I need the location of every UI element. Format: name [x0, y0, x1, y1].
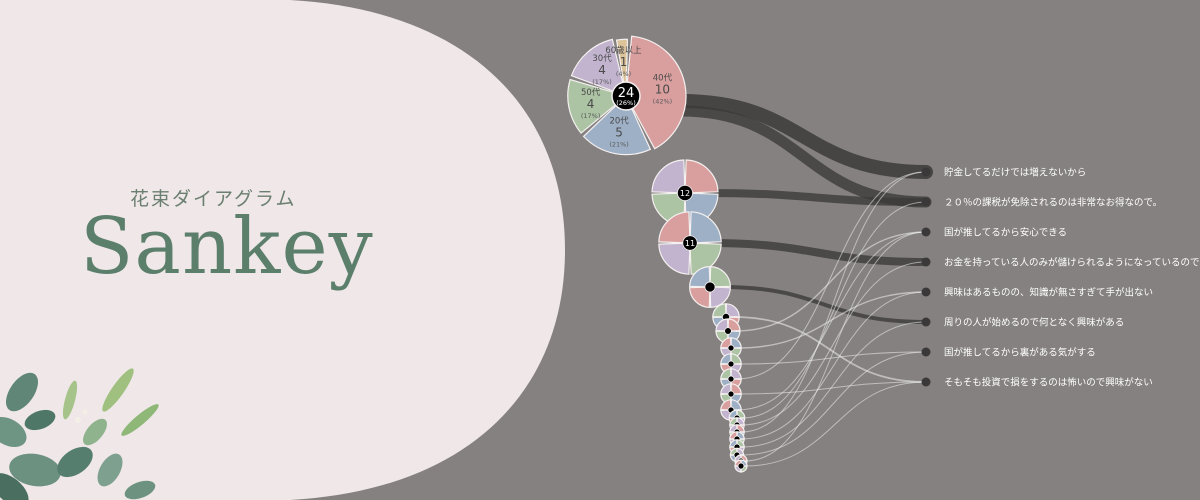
flow-bouquet-2	[704, 239, 930, 266]
small-bouquet-petal	[730, 337, 742, 349]
small-bouquet-petal	[658, 211, 691, 244]
reason-node	[921, 317, 931, 327]
main-bouquet-petal	[615, 38, 629, 83]
petal-percent: (17%)	[581, 112, 601, 120]
petal-label: 30代	[592, 53, 612, 64]
petal-percent: (4%)	[616, 70, 631, 78]
flow-bouquet-13	[740, 171, 927, 433]
small-bouquet-center	[727, 344, 735, 352]
reason-label: 国が推してるから安心できる	[944, 227, 1067, 239]
flow-main-reason-1	[674, 94, 933, 179]
flow-bouquet-8	[736, 171, 927, 380]
flow-bouquet-15	[740, 321, 927, 448]
petal-label: 20代	[609, 116, 629, 127]
small-bouquet-petal	[720, 337, 732, 349]
reason-label: 貯金してるだけでは増えないから	[944, 167, 1086, 179]
small-bouquet-petal	[709, 286, 732, 309]
reason-node	[921, 167, 931, 177]
reason-label: 周りの人が始めるので何となく興味がある	[944, 317, 1124, 329]
small-bouquet-center	[704, 281, 716, 293]
reason-label: そもそも投資で損をするのは怖いので興味がない	[944, 377, 1153, 389]
flow-bouquet-18	[744, 381, 927, 467]
small-bouquet-petal	[688, 265, 711, 288]
small-bouquet-petal	[684, 159, 719, 194]
small-bouquet-petal	[720, 399, 732, 411]
reason-node	[921, 257, 931, 267]
small-bouquet-petal	[720, 353, 732, 365]
small-bouquet-petal	[709, 265, 732, 288]
main-bouquet-petal	[567, 78, 616, 134]
title-panel	[0, 0, 565, 500]
petal-label: 40代	[653, 73, 673, 84]
diagram-title: Sankey	[80, 202, 374, 292]
small-bouquet-total: 12	[680, 189, 690, 198]
reason-label: お金を持っている人のみが儲けられるようになっているので	[944, 257, 1200, 269]
flow-bouquet-1	[700, 189, 930, 206]
flow-bouquet-17	[744, 231, 927, 462]
small-bouquet-petal	[658, 242, 691, 275]
small-bouquet-petal	[730, 368, 742, 380]
petal-value: 4	[587, 97, 595, 111]
main-bouquet-center	[611, 81, 641, 111]
small-bouquet-petal	[720, 383, 732, 395]
small-bouquet-petal	[688, 286, 711, 309]
small-bouquet-petal	[730, 353, 742, 365]
eucalyptus-decoration	[0, 368, 159, 500]
petal-percent: (42%)	[653, 98, 673, 106]
small-bouquet-center	[727, 375, 735, 383]
reason-node	[921, 287, 931, 297]
small-bouquet-center	[682, 235, 698, 251]
small-bouquet-petal	[720, 368, 732, 380]
petal-value: 5	[615, 126, 623, 140]
main-bouquet-petal	[626, 35, 687, 150]
main-bouquet-total: 24	[618, 86, 635, 101]
small-bouquet-petal	[725, 303, 740, 318]
reason-node	[921, 377, 931, 387]
reason-node	[921, 227, 931, 237]
reason-label: 国が推してるから裏がある気がする	[944, 347, 1096, 359]
flow-bouquet-5	[734, 231, 927, 332]
petal-label: 50代	[581, 87, 601, 98]
petal-label: 60歳以上	[605, 45, 642, 56]
main-bouquet-petal	[570, 38, 624, 92]
diagram-subtitle: 花束ダイアグラム	[130, 188, 297, 210]
small-bouquet-petal	[689, 211, 722, 244]
small-bouquet-petal	[712, 303, 727, 318]
reason-node	[921, 347, 931, 357]
small-bouquet-center	[727, 360, 735, 368]
small-bouquet-center	[737, 462, 745, 470]
small-bouquet-petal	[727, 318, 741, 332]
small-bouquet-center	[727, 390, 735, 398]
petal-value: 1	[620, 55, 628, 69]
small-bouquet-petal	[651, 159, 686, 194]
main-bouquet-percent: (26%)	[616, 99, 636, 107]
petal-percent: (21%)	[609, 141, 629, 149]
small-bouquet-total: 11	[685, 239, 695, 248]
reason-label: ２０％の課税が免除されるのは非常なお得なので。	[944, 197, 1162, 209]
main-bouquet-petal	[582, 105, 652, 156]
petal-value: 10	[655, 83, 670, 97]
petal-value: 4	[598, 63, 606, 77]
reason-node	[921, 197, 931, 207]
flow-bouquet-12	[740, 261, 927, 426]
flow-bouquet-10	[736, 231, 927, 411]
small-bouquet-petal	[730, 399, 742, 411]
flow-bouquet-14	[740, 291, 927, 440]
small-bouquet-petal	[715, 318, 729, 332]
flow-bouquet-3	[720, 285, 928, 324]
petal-percent: (17%)	[592, 78, 612, 86]
small-bouquet-center	[677, 184, 694, 201]
small-bouquet-petal	[730, 383, 742, 395]
small-bouquet-center	[724, 327, 732, 335]
reason-label: 興味はあるものの、知識が無さすぎて手が出ない	[944, 287, 1153, 299]
flow-bouquet-11	[741, 201, 927, 419]
flow-bouquet-7	[736, 351, 927, 365]
flow-bouquet-16	[740, 351, 927, 456]
